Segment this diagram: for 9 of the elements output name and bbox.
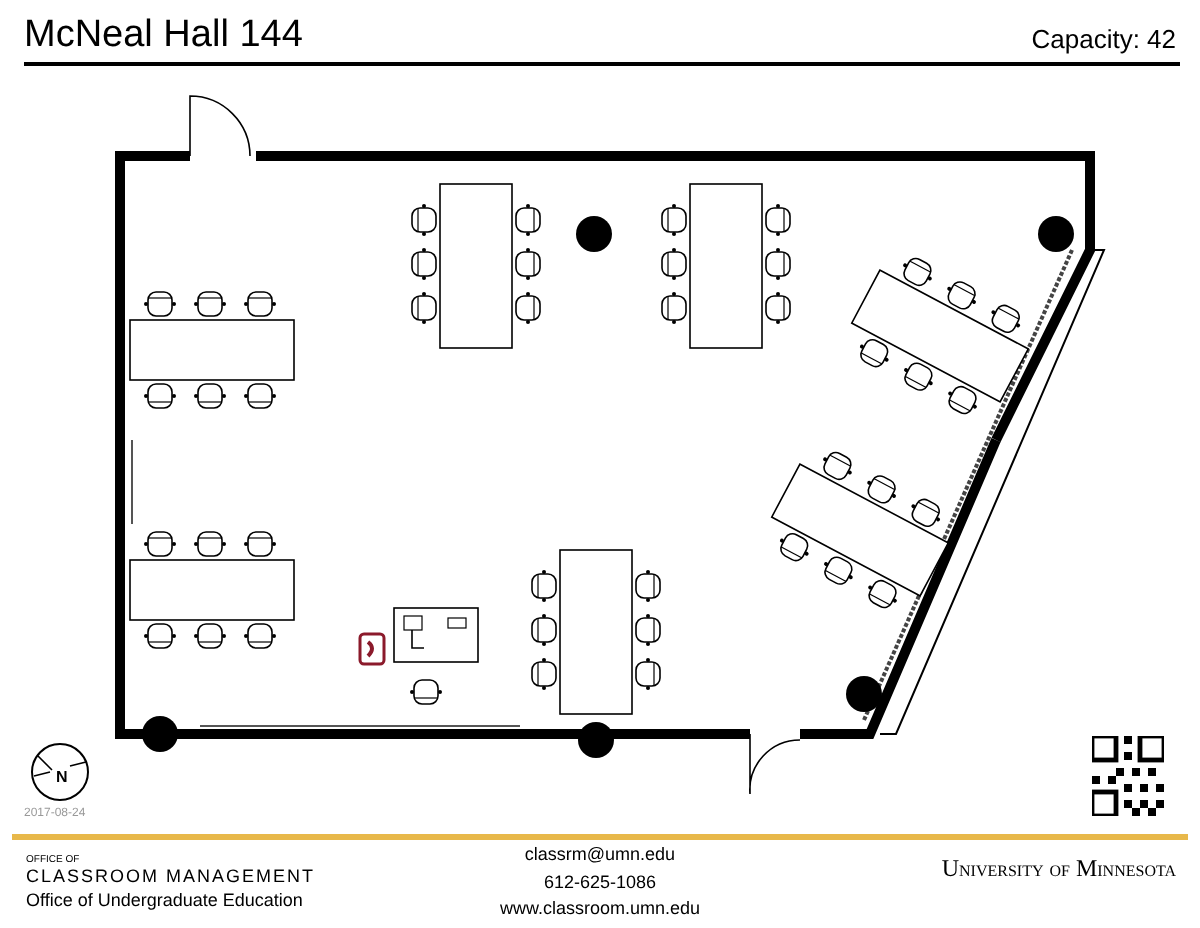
email-address: classrm@umn.edu [522,846,678,864]
phone-number: 612-625-1086 [541,874,659,892]
department-name: Office of Undergraduate Education [26,892,303,910]
office-name: CLASSROOM MANAGEMENT [26,868,316,886]
north-label: N [56,770,68,786]
web-address: www.classroom.umn.edu [497,900,703,918]
university-name: University of Minnesota [941,856,1176,880]
title: McNeal Hall 144 [24,16,303,54]
capacity-label: Capacity: 42 [1031,26,1176,52]
